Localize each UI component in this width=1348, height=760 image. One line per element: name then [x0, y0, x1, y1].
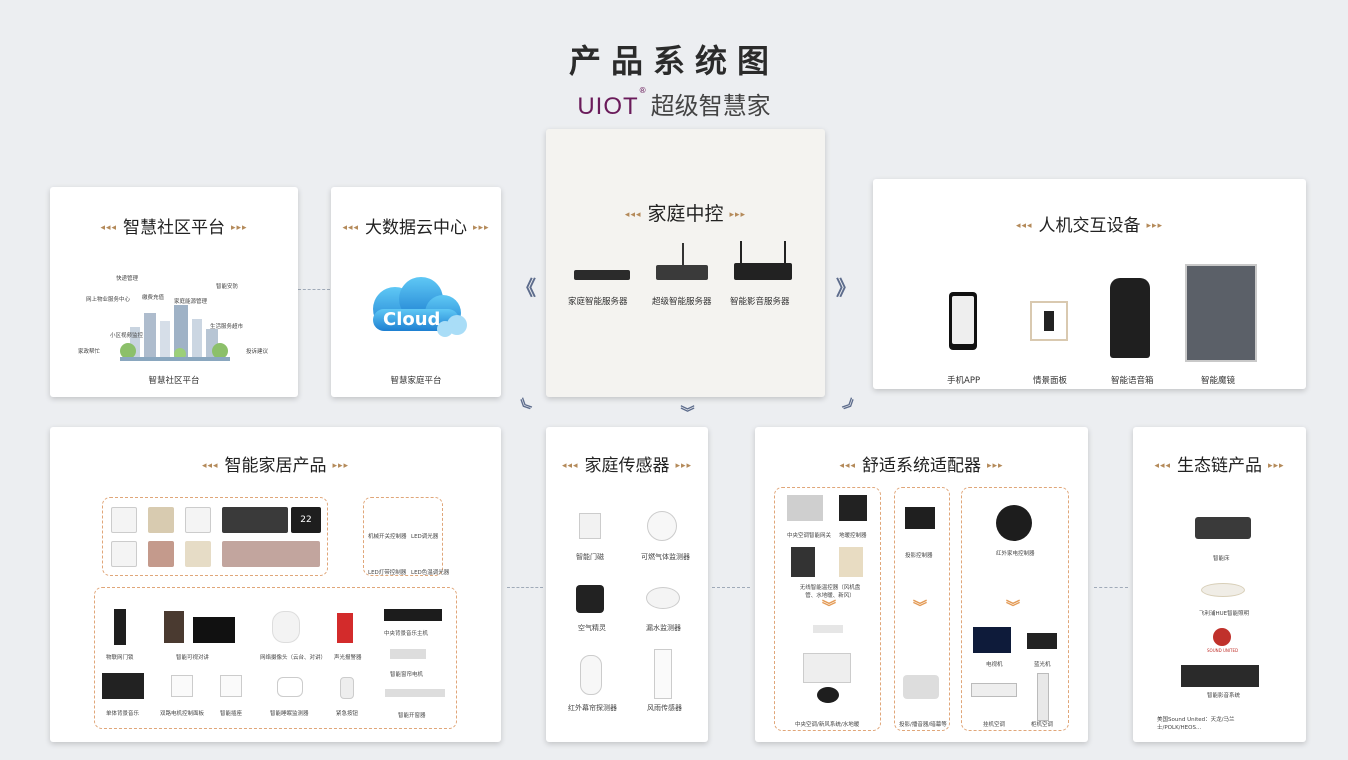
- big-data-cloud-card: ◂◂◂大数据云中心▸▸▸ Cloud 智慧家庭平台: [331, 187, 501, 397]
- cloud-icon: [373, 277, 467, 337]
- page-title: 产品系统图: [568, 42, 779, 80]
- brand-logo: UIOT®超级智慧家: [577, 86, 771, 120]
- super-server-device: [656, 265, 708, 280]
- chevron-down-icon: ︾: [1006, 600, 1020, 616]
- voice-speaker-icon: [1110, 278, 1150, 358]
- brand-en: UIOT: [577, 93, 639, 120]
- comfort-adapter-card: ◂◂◂舒适系统适配器▸▸▸ 中央空调智能网关 地暖控制器 无线智能温控器（风机盘…: [755, 427, 1088, 742]
- community-platform-card: ◂◂◂智慧社区平台▸▸▸ 网上物业服务中心 缴费充值 家庭能源管理 小区视频监控…: [50, 187, 298, 397]
- smart-mirror-icon: [1185, 264, 1257, 362]
- card-title: ◂◂◂生态链产品▸▸▸: [1154, 456, 1285, 476]
- connector-line: [1094, 587, 1128, 588]
- connector-line: [298, 289, 330, 290]
- chevron-left-icon: 《: [516, 276, 536, 300]
- card-title: ◂◂◂智慧社区平台▸▸▸: [100, 218, 248, 238]
- smart-home-products-card: ◂◂◂智能家居产品▸▸▸ 22 机械开关控制器 LED调光器 LED灯带控制器 …: [50, 427, 501, 742]
- card-title: ◂◂◂家庭中控▸▸▸: [624, 203, 747, 225]
- hmi-devices-card: ◂◂◂人机交互设备▸▸▸ 手机APP 情景面板 智能语音箱 智能魔镜: [873, 179, 1306, 389]
- connector-line: [507, 587, 543, 588]
- thermostat-panel: 22: [291, 507, 321, 533]
- chevron-right-icon: 》: [836, 276, 856, 300]
- smart-products-group: [94, 587, 457, 729]
- card-title: ◂◂◂家庭传感器▸▸▸: [561, 456, 693, 476]
- home-server-device: [574, 270, 630, 280]
- brand-cn: 超级智慧家: [650, 92, 771, 120]
- connector-line: [712, 587, 750, 588]
- card-title: ◂◂◂舒适系统适配器▸▸▸: [839, 456, 1004, 476]
- cloud-logo-text: Cloud: [383, 309, 441, 330]
- chevron-down-left-icon: 《: [513, 397, 535, 419]
- city-illustration: [120, 305, 230, 361]
- card-caption: 智慧家庭平台: [390, 376, 442, 386]
- switch-panel-group: [102, 497, 328, 576]
- ir-group: [961, 487, 1069, 731]
- card-title: ◂◂◂智能家居产品▸▸▸: [201, 456, 350, 476]
- hvac-group: [774, 487, 881, 731]
- scene-panel-icon: [1030, 301, 1068, 341]
- diagram-header: 产品系统图 UIOT®超级智慧家: [0, 36, 1348, 121]
- chevron-down-right-icon: 》: [839, 397, 861, 419]
- chevron-down-icon: ︾: [822, 600, 836, 616]
- led-controller-group: [363, 497, 443, 576]
- card-caption: 智慧社区平台: [148, 376, 200, 386]
- home-sensors-card: ◂◂◂家庭传感器▸▸▸ 智能门磁 可燃气体监测器 空气精灵 漏水监测器 红外幕帘…: [546, 427, 708, 742]
- sound-united-logo: [1213, 628, 1231, 646]
- chevron-down-icon: 》: [678, 405, 694, 419]
- card-title: ◂◂◂人机交互设备▸▸▸: [1015, 216, 1164, 236]
- av-server-device: [734, 263, 792, 280]
- phone-icon: [949, 292, 977, 350]
- chevron-down-icon: ︾: [913, 600, 927, 616]
- home-control-card: ◂◂◂家庭中控▸▸▸ 家庭智能服务器 超级智能服务器 智能影音服务器: [546, 129, 825, 397]
- ecosystem-products-card: ◂◂◂生态链产品▸▸▸ 智能床 飞利浦HUE智能照明 SOUND UNITED …: [1133, 427, 1306, 742]
- card-title: ◂◂◂大数据云中心▸▸▸: [342, 218, 490, 238]
- projector-group: [894, 487, 950, 731]
